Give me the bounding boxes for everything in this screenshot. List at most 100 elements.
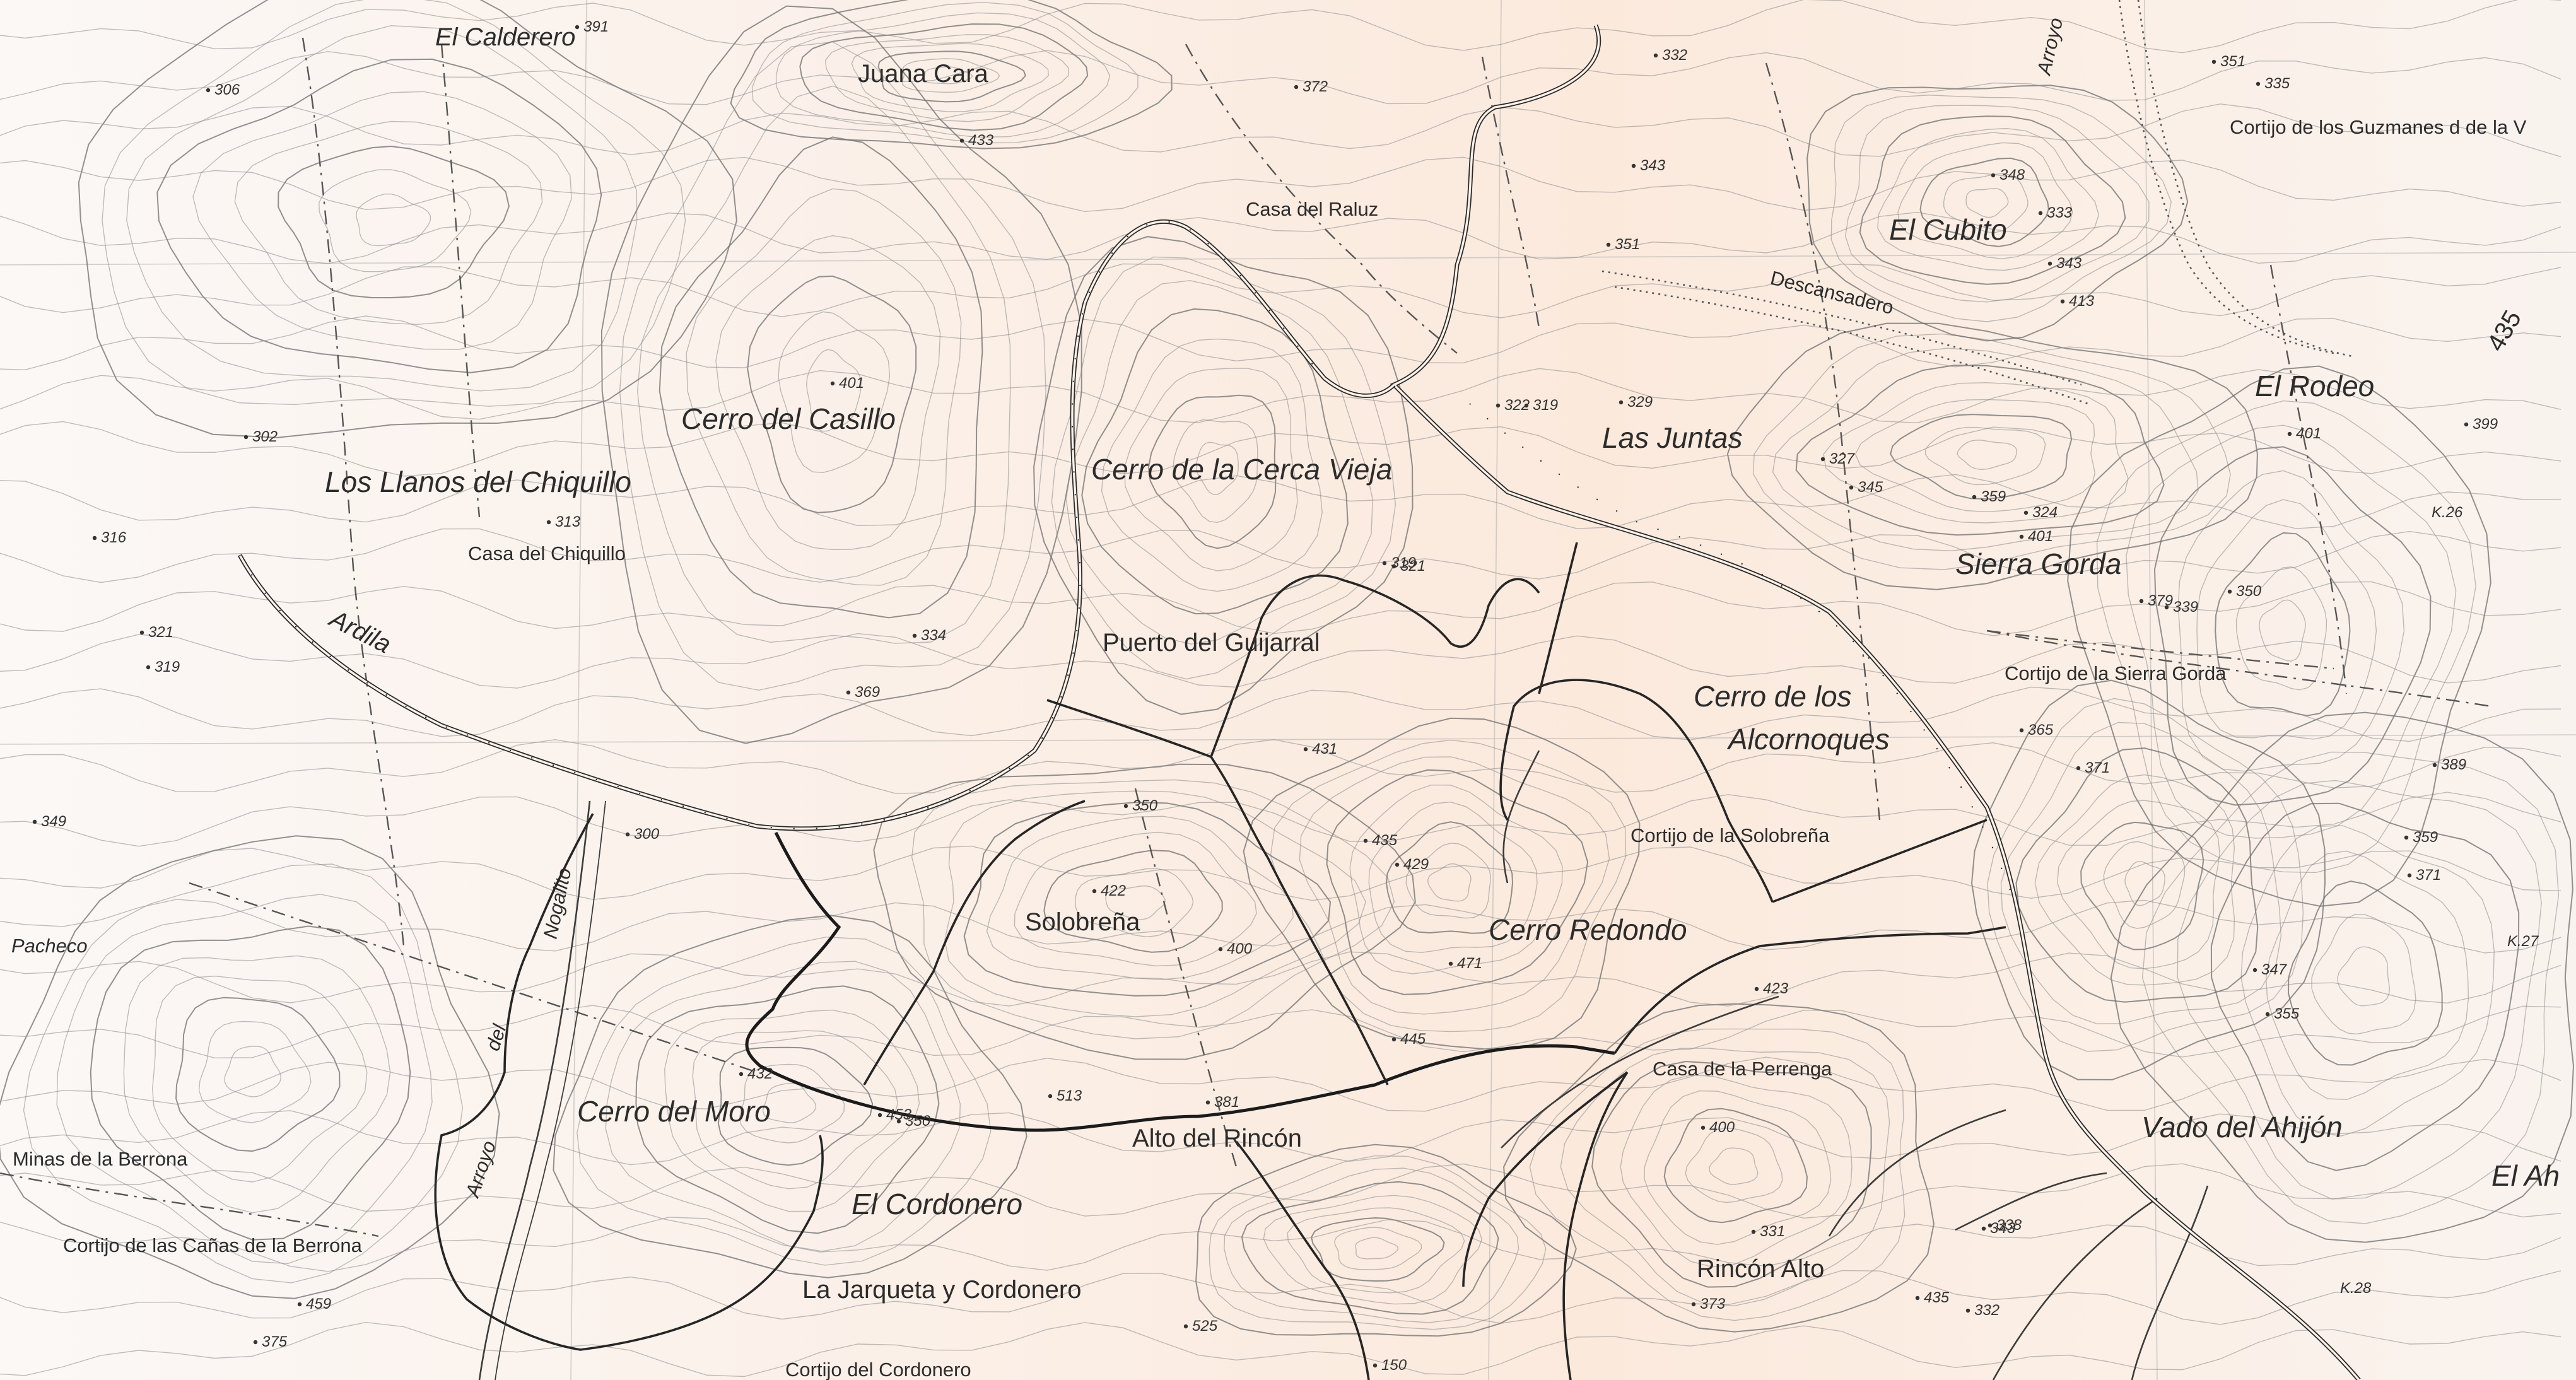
spot-height-dot: [1972, 494, 1977, 500]
spot-height: 343: [2056, 255, 2082, 272]
contour-line: [1209, 1155, 1547, 1330]
spot-height: 359: [1981, 488, 2006, 505]
contour-line: [2210, 802, 2520, 1171]
spot-height-dot: [297, 1302, 302, 1307]
spot-height: 335: [2264, 75, 2290, 92]
contour-line: [1591, 1060, 1872, 1288]
contour-line: [2096, 400, 2476, 874]
tracks: [0, 37, 2492, 1237]
spot-height: 435: [1372, 832, 1398, 849]
contour-line: [1560, 1048, 1890, 1307]
label-cortijo-solobrena: Cortijo de la Solobreña: [1630, 824, 1830, 846]
spot-height: 345: [1858, 479, 1883, 496]
spot-height-dot: [625, 832, 630, 837]
label-arroyo-bottom: Arroyo: [461, 1138, 500, 1202]
spot-height: 401: [839, 375, 864, 392]
spot-height-dot: [830, 381, 835, 386]
contour-line: [234, 120, 543, 325]
spot-height-dot: [2038, 211, 2043, 216]
contour-line: [23, 863, 464, 1284]
contour-line: [911, 779, 1395, 1039]
spot-height-dot: [2164, 605, 2169, 610]
spot-height: 350: [2236, 583, 2262, 600]
contour-line: [2196, 499, 2377, 740]
contour-line: [2177, 780, 2542, 1200]
spot-height-dot: [896, 1119, 901, 1124]
spot-height: 332: [1974, 1302, 1999, 1319]
dotted-tracks: [1601, 0, 2353, 405]
contour-line: [0, 835, 500, 1299]
contour-line: [0, 1056, 2561, 1112]
spot-height-dot: [575, 25, 580, 30]
spot-height-dot: [1915, 1295, 1920, 1301]
spot-height: 333: [2047, 204, 2073, 221]
spot-height: 400: [1709, 1119, 1735, 1136]
contour-line: [192, 91, 572, 350]
contour-line: [1919, 157, 2049, 247]
contour-line: [1147, 394, 1277, 549]
contour-line: [799, 23, 1089, 131]
label-sierra-gorda: Sierra Gorda: [1955, 547, 2121, 580]
contour-line: [0, 1110, 2561, 1166]
streams: [478, 750, 2209, 1380]
contour-line: [1355, 1237, 1399, 1260]
spot-height-dot: [1965, 1308, 1970, 1313]
contour-line: [1924, 426, 2046, 486]
contour-line: [1224, 1167, 1519, 1323]
contour-line: [775, 12, 1111, 138]
spot-height-dot: [1391, 564, 1396, 569]
label-arroyo-top: Arroyo: [2032, 16, 2067, 78]
contour-line: [0, 315, 2561, 371]
spot-height-dot: [32, 819, 37, 824]
contour-line: [851, 43, 1049, 112]
label-cerro-del-moro: Cerro del Moro: [577, 1095, 771, 1128]
spot-height-dot: [253, 1340, 258, 1345]
contour-line: [2141, 751, 2560, 1224]
contour-line: [717, 1046, 874, 1166]
spot-height: 371: [2416, 867, 2441, 884]
contour-line: [1772, 348, 2199, 551]
spot-height: 459: [306, 1295, 331, 1313]
contour-line: [1243, 717, 1641, 1050]
contour-line: [1854, 399, 2096, 513]
contour-line: [1065, 280, 1373, 645]
spot-height: 324: [2032, 504, 2058, 521]
spot-height-dot: [1981, 1226, 1986, 1231]
contour-line: [1965, 187, 2009, 218]
spot-height-dot: [739, 1072, 744, 1077]
spot-height-dot: [2432, 763, 2437, 768]
spot-height-dot: [1991, 173, 1996, 178]
spot-height-dot: [1382, 561, 1387, 566]
contour-line: [805, 349, 862, 432]
label-juana-cara: Juana Cara: [858, 60, 989, 88]
spot-height: 355: [2274, 1005, 2300, 1022]
spot-height-dot: [1701, 1125, 1706, 1130]
contour-line: [56, 894, 433, 1265]
spot-height: 432: [747, 1065, 773, 1082]
contour-line: [1173, 419, 1258, 523]
contour-line: [2288, 880, 2443, 1066]
spot-height: 334: [921, 627, 946, 644]
contour-line: [944, 790, 1366, 1017]
contour-line: [2126, 424, 2457, 839]
contour-line: [2240, 825, 2495, 1137]
spot-height: 375: [262, 1333, 288, 1350]
contour-line: [123, 955, 391, 1213]
contour-line: [198, 1020, 312, 1123]
spot-height: 433: [968, 132, 994, 149]
contour-line: [2177, 470, 2405, 772]
contour-line: [0, 739, 2561, 794]
label-casa-de-la-perrenga: Casa de la Perrenga: [1653, 1058, 1832, 1080]
contour-line: [686, 188, 962, 586]
spot-height-dot: [243, 435, 249, 440]
contour-line: [1752, 333, 2231, 570]
label-solobrena: Solobreña: [1025, 908, 1140, 936]
spot-height: 371: [2085, 759, 2110, 776]
contour-line: [90, 925, 411, 1241]
contour-line: [0, 951, 2561, 1007]
contour-line: [175, 997, 341, 1152]
contour-line: [2124, 861, 2165, 906]
spot-height-dot: [1751, 1229, 1756, 1234]
contour-line: [635, 985, 940, 1234]
